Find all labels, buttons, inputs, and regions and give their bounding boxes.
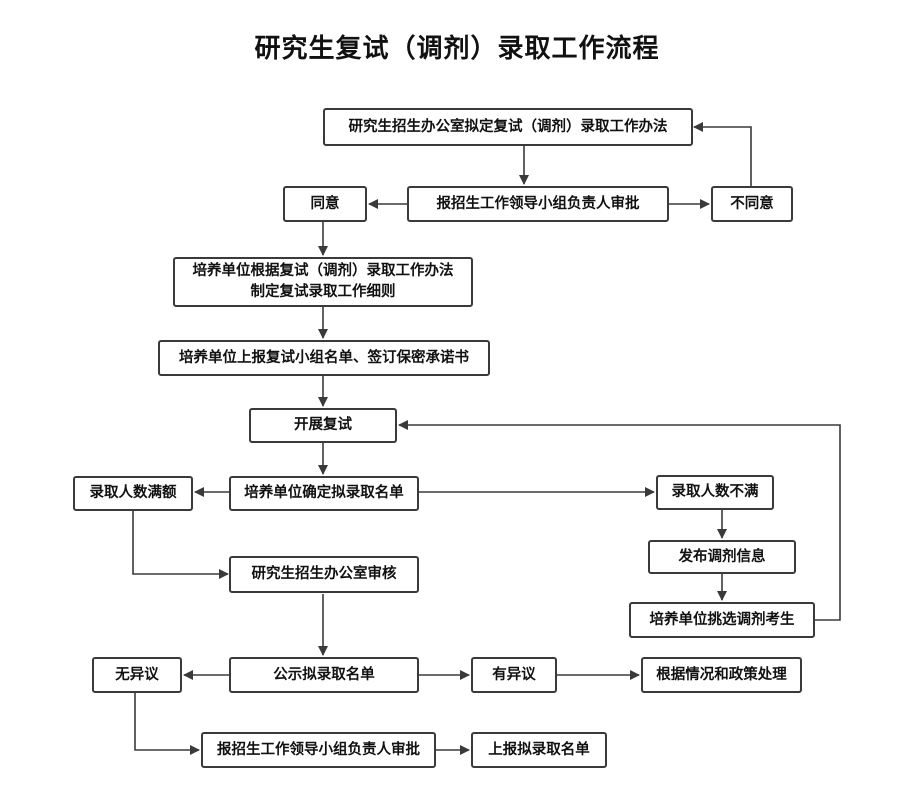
node-determine-list: 培养单位确定拟录取名单 — [229, 476, 419, 511]
node-office-review: 研究生招生办公室审核 — [229, 556, 419, 593]
node-draft-method: 研究生招生办公室拟定复试（调剂）录取工作办法 — [323, 108, 693, 146]
node-publish-adjustment: 发布调剂信息 — [648, 540, 796, 574]
node-submit-group-list: 培养单位上报复试小组名单、签订保密承诺书 — [158, 340, 490, 376]
node-handle-by-policy: 根据情况和政策处理 — [641, 657, 802, 693]
node-quota-full: 录取人数满额 — [73, 476, 193, 511]
node-select-candidates: 培养单位挑选调剂考生 — [629, 602, 815, 638]
node-final-approval: 报招生工作领导小组负责人审批 — [201, 732, 436, 768]
node-publicize-list: 公示拟录取名单 — [229, 657, 419, 693]
node-objection: 有异议 — [471, 657, 557, 693]
arrow-select-to-conduct — [398, 420, 841, 621]
arrow-disagree-to-draft — [693, 122, 752, 186]
node-quota-not-full: 录取人数不满 — [656, 475, 774, 510]
page-title: 研究生复试（调剂）录取工作流程 — [254, 34, 660, 64]
node-formulate-rules: 培养单位根据复试（调剂）录取工作办法 制定复试录取工作细则 — [173, 257, 473, 307]
node-no-objection: 无异议 — [92, 657, 182, 693]
node-conduct-reexam: 开展复试 — [249, 408, 397, 443]
arrow-full-to-review — [132, 510, 229, 579]
node-agree: 同意 — [283, 186, 367, 222]
node-leader-approval: 报招生工作领导小组负责人审批 — [407, 186, 669, 222]
arrow-no-objection-to-approval — [134, 693, 200, 755]
node-disagree: 不同意 — [711, 186, 793, 222]
node-report-list: 上报拟录取名单 — [471, 732, 607, 768]
